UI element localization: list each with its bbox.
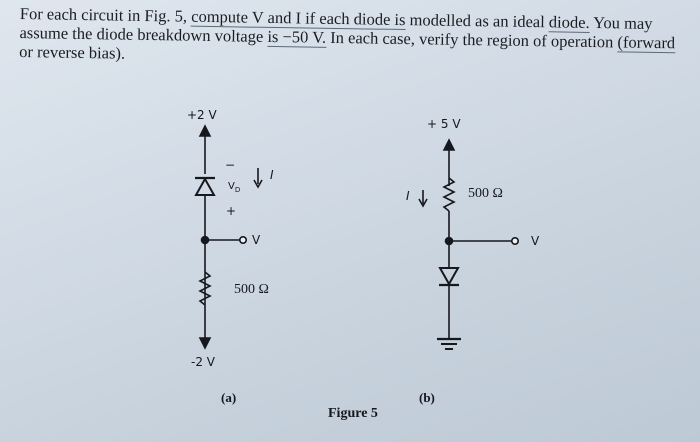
circuit-a-wiring	[194, 124, 263, 350]
circuit-b-resistor-value: 500 Ω	[468, 186, 503, 201]
diode-a-triangle	[194, 176, 216, 196]
circuit-b-current-label: I	[406, 189, 410, 203]
circuit-b-supply-top: + 5 V	[427, 117, 461, 131]
arrow-up-icon	[442, 138, 456, 151]
vd-v: V	[228, 181, 235, 192]
circuit-b-wiring	[418, 138, 519, 350]
circuit-a-resistor-value: 500 Ω	[234, 282, 269, 297]
diode-b-triangle	[438, 267, 460, 287]
circuit-a-caption: (a)	[221, 390, 237, 405]
figure-caption: Figure 5	[328, 406, 378, 421]
circuit-a-supply-bottom: -2 V	[191, 355, 215, 369]
circuit-a-supply-top: +2 V	[187, 108, 217, 122]
diode-a-minus: −	[225, 158, 236, 172]
circuit-a-node-label: V	[252, 233, 261, 247]
arrow-down-icon	[198, 337, 212, 350]
terminal-a	[239, 236, 248, 245]
circuit-b-caption: (b)	[419, 390, 435, 405]
resistor-a	[198, 271, 212, 306]
arrow-up-icon	[198, 124, 212, 137]
diode-a-plus: +	[226, 204, 237, 218]
diode-a-voltage-label: VD	[228, 181, 240, 194]
vd-sub: D	[234, 186, 241, 194]
terminal-b	[510, 237, 519, 246]
circuit-b-node-label: V	[531, 234, 540, 248]
circuit-a-current-label: I	[270, 168, 274, 182]
resistor-b	[442, 177, 456, 212]
